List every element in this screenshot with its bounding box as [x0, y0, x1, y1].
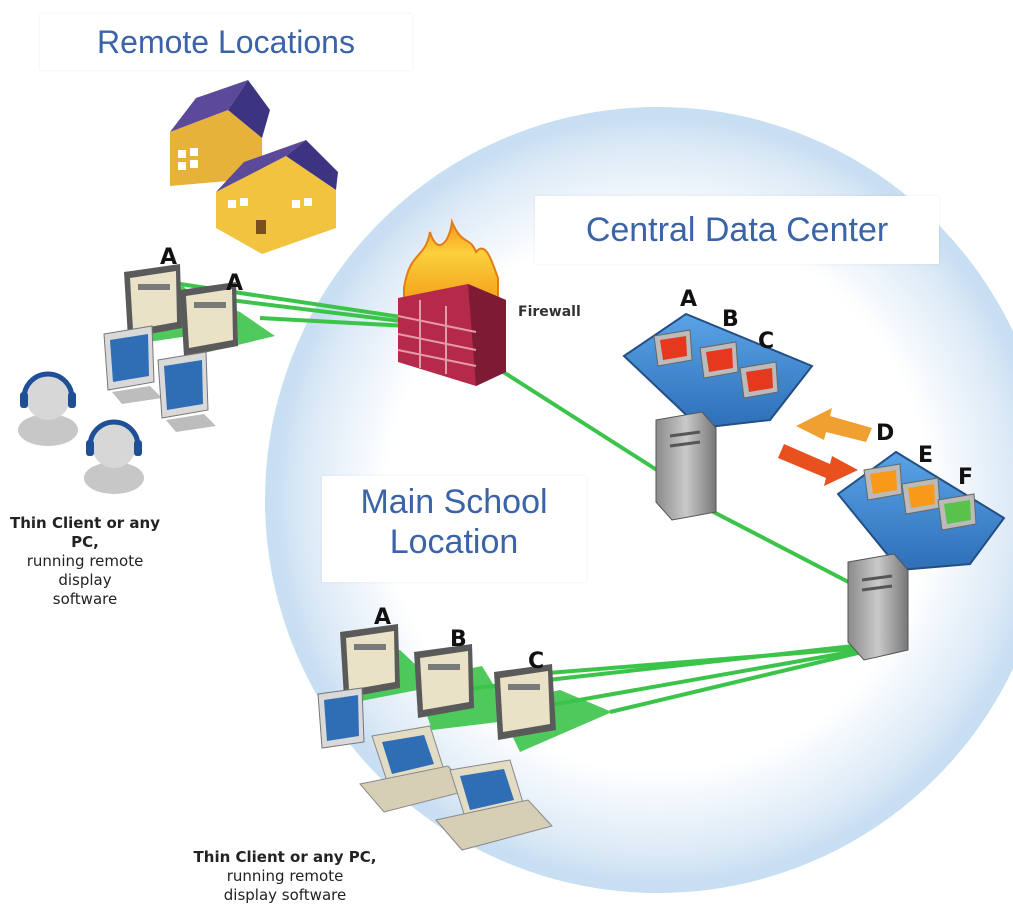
server-2-screen-e	[901, 477, 941, 515]
central-data-center-title: Central Data Center	[535, 196, 939, 264]
arrow-left	[796, 408, 872, 442]
main-monitor-b	[414, 644, 474, 718]
main-school-location-title: Main School Location	[322, 476, 586, 582]
remote-monitor-a1	[124, 264, 182, 338]
school-building-icon	[170, 80, 338, 254]
main-monitor-a	[340, 624, 400, 698]
remote-locations-title: Remote Locations	[40, 14, 412, 70]
network-links	[179, 282, 863, 714]
main-title-line-2: Location	[389, 523, 519, 561]
server-2	[836, 450, 1006, 661]
server2-label-f: F	[958, 465, 973, 490]
main-label-a: A	[374, 605, 391, 630]
main-caption-line-2: running remote	[226, 867, 344, 885]
main-pc-2	[435, 759, 553, 851]
server2-label-e: E	[918, 443, 933, 468]
main-monitors	[317, 624, 556, 851]
firewall-icon	[397, 218, 506, 386]
server1-label-c: C	[758, 329, 774, 354]
firewall-label: Firewall	[518, 304, 581, 320]
main-pc-1	[359, 725, 471, 813]
server-2-screen-f	[937, 493, 977, 531]
main-label-b: B	[450, 627, 467, 652]
sync-arrows	[778, 408, 872, 486]
remote-caption-line-2: running remote display	[26, 552, 144, 589]
remote-caption-line-3: software	[52, 590, 118, 608]
server1-label-a: A	[680, 287, 697, 312]
main-monitor-c	[494, 664, 556, 740]
headset-user-icon-2	[84, 419, 144, 494]
main-caption: Thin Client or any PC, running remote di…	[178, 848, 392, 905]
remote-caption-line-1: Thin Client or any PC,	[10, 514, 160, 551]
server1-label-b: B	[722, 307, 739, 332]
server-2-screen-d	[863, 463, 903, 501]
server-1-screen-b	[699, 341, 739, 379]
remote-label-a1: A	[160, 245, 177, 270]
arrow-right	[778, 444, 858, 486]
main-thin-client-1	[317, 687, 365, 749]
remote-caption: Thin Client or any PC, running remote di…	[0, 514, 170, 609]
letter-labels: A A A B C D E F A B C	[160, 245, 973, 674]
main-title-line-1: Main School	[360, 483, 548, 521]
remote-monitor-a2	[180, 282, 238, 356]
main-label-c: C	[528, 649, 544, 674]
headset-user-icon-1	[18, 371, 78, 446]
remote-thin-client-1	[103, 325, 162, 404]
main-caption-line-1: Thin Client or any PC,	[193, 848, 377, 866]
remote-thin-client-2	[157, 351, 216, 432]
server2-label-d: D	[876, 421, 894, 446]
server-1-screen-c	[739, 361, 779, 399]
remote-label-a2: A	[226, 271, 243, 296]
server-1	[622, 312, 814, 521]
remote-monitors	[103, 264, 238, 432]
main-caption-line-3: display software	[223, 886, 347, 904]
server-1-screen-a	[653, 329, 693, 367]
